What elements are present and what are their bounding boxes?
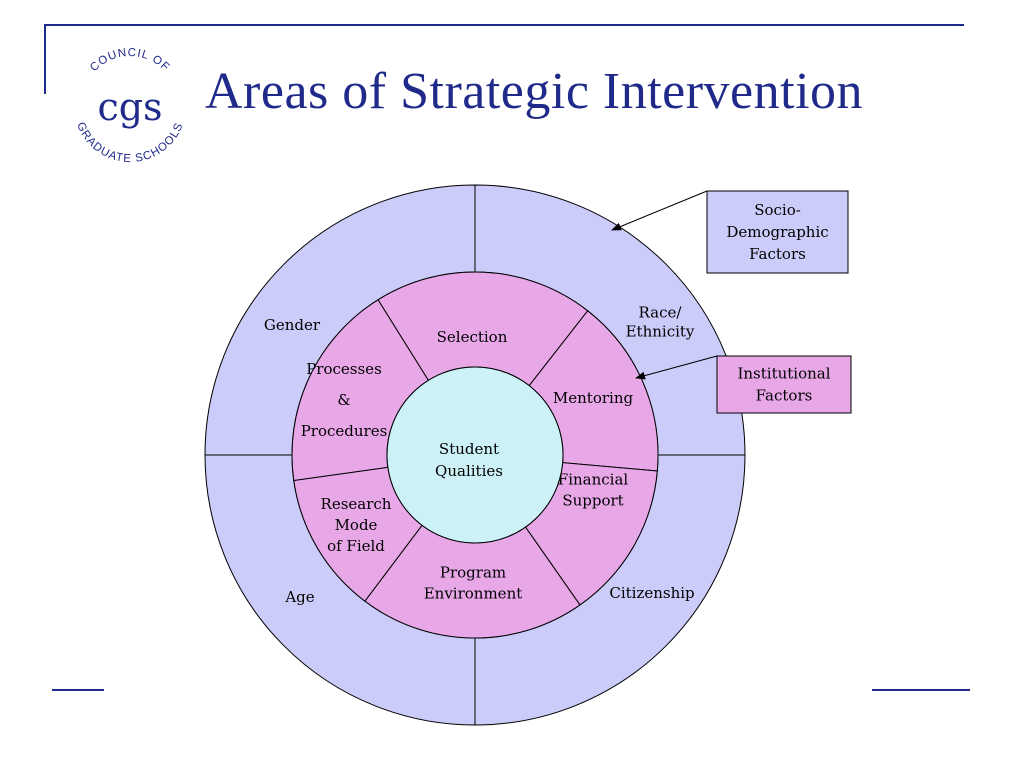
callout-label-socio-demographic-line: Demographic — [726, 223, 828, 241]
core-shape — [386, 366, 564, 544]
middle-label-processes-line: Procedures — [301, 422, 388, 440]
middle-sector-selection: Selection — [377, 271, 589, 387]
core-label-line: Qualities — [435, 462, 503, 480]
outer-sector-gender: Gender — [204, 184, 476, 456]
outer-label-race-ethnicity-line: Race/ — [639, 304, 683, 322]
callout-arrow — [611, 190, 708, 231]
outer-label-age: Age — [284, 588, 314, 606]
middle-label-research-mode-line: Research — [321, 495, 392, 513]
middle-label-selection: Selection — [437, 328, 508, 346]
middle-label-program-environment-line: Environment — [424, 585, 523, 603]
callout-box — [716, 355, 852, 414]
outer-sector-race-ethnicity: Race/Ethnicity — [474, 184, 746, 456]
bottom-right-rule — [872, 689, 970, 691]
middle-label-processes-line: & — [337, 391, 350, 409]
logo-mark: cgs — [97, 85, 162, 129]
callout-label-socio-demographic-line: Socio- — [754, 201, 801, 219]
callout-box — [706, 190, 849, 274]
middle-label-research-mode-line: Mode — [335, 516, 378, 534]
callout-label-institutional-line: Factors — [756, 387, 813, 405]
outer-label-gender: Gender — [264, 316, 321, 334]
middle-label-mentoring: Mentoring — [553, 389, 634, 407]
middle-label-selection-line: Selection — [437, 328, 508, 346]
middle-label-program-environment-line: Program — [440, 564, 506, 582]
middle-label-processes-line: Processes — [306, 360, 382, 378]
left-rule — [44, 24, 46, 94]
bottom-left-rule — [52, 689, 104, 691]
slide-title: Areas of Strategic Intervention — [205, 63, 864, 120]
callout-label-socio-demographic-line: Factors — [749, 245, 806, 263]
core-label-line: Student — [439, 440, 499, 458]
middle-label-financial-support-line: Financial — [558, 471, 629, 489]
outer-label-gender-line: Gender — [264, 316, 321, 334]
callout-label-institutional-line: Institutional — [737, 365, 830, 383]
outer-label-race-ethnicity-line: Ethnicity — [626, 323, 695, 341]
middle-sector-mentoring: Mentoring — [528, 310, 659, 472]
middle-label-processes: Processes & Procedures — [301, 360, 388, 440]
top-rule — [44, 24, 964, 26]
outer-label-race-ethnicity: Race/Ethnicity — [626, 304, 695, 341]
middle-label-financial-support-line: Support — [562, 492, 623, 510]
middle-label-research-mode-line: of Field — [327, 537, 385, 555]
callout-arrow — [635, 355, 718, 380]
middle-sector-processes: Processes & Procedures — [291, 299, 430, 482]
middle-label-mentoring-line: Mentoring — [553, 389, 634, 407]
outer-label-citizenship: Citizenship — [609, 584, 694, 602]
outer-label-age-line: Age — [284, 588, 314, 606]
outer-label-citizenship-line: Citizenship — [609, 584, 694, 602]
cgs-logo: COUNCIL OF GRADUATE SCHOOLS cgs — [74, 47, 185, 165]
